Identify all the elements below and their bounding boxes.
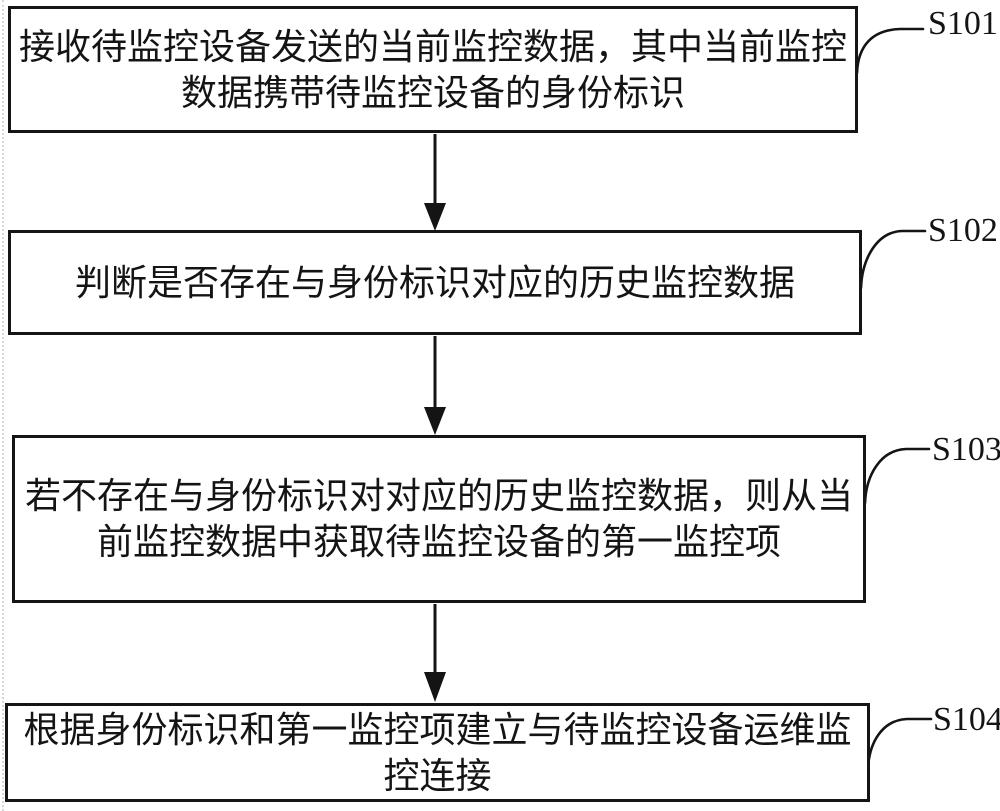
step-label-s101: S101 [928,5,998,42]
arrow-down-icon [424,604,446,702]
flow-step-text: 判断是否存在与身份标识对应的历史监控数据 [74,262,795,303]
flow-step-box-s103: 若不存在与身份标识对对应的历史监控数据，则从当前监控数据中获取待监控设备的第一监… [12,435,866,603]
scan-artifact-line [2,0,4,811]
step-label-s102: S102 [928,212,998,249]
step-label-s103: S103 [932,431,1000,468]
arrow-down-icon [424,336,446,435]
flow-step-box-s102: 判断是否存在与身份标识对应的历史监控数据 [8,230,862,335]
flow-step-text: 若不存在与身份标识对对应的历史监控数据，则从当前监控数据中获取待监控设备的第一监… [24,476,853,562]
arrow-down-icon [424,134,446,231]
flow-step-box-s104: 根据身份标识和第一监控项建立与待监控设备运维监控连接 [5,703,870,802]
step-label-s104: S104 [933,701,1000,738]
flow-step-box-s101: 接收待监控设备发送的当前监控数据，其中当前监控数据携带待监控设备的身份标识 [8,6,858,133]
flow-step-text: 根据身份标识和第一监控项建立与待监控设备运维监控连接 [23,709,852,796]
reference-connector-line [855,27,933,771]
flow-step-text: 接收待监控设备发送的当前监控数据，其中当前监控数据携带待监控设备的身份标识 [18,26,847,113]
